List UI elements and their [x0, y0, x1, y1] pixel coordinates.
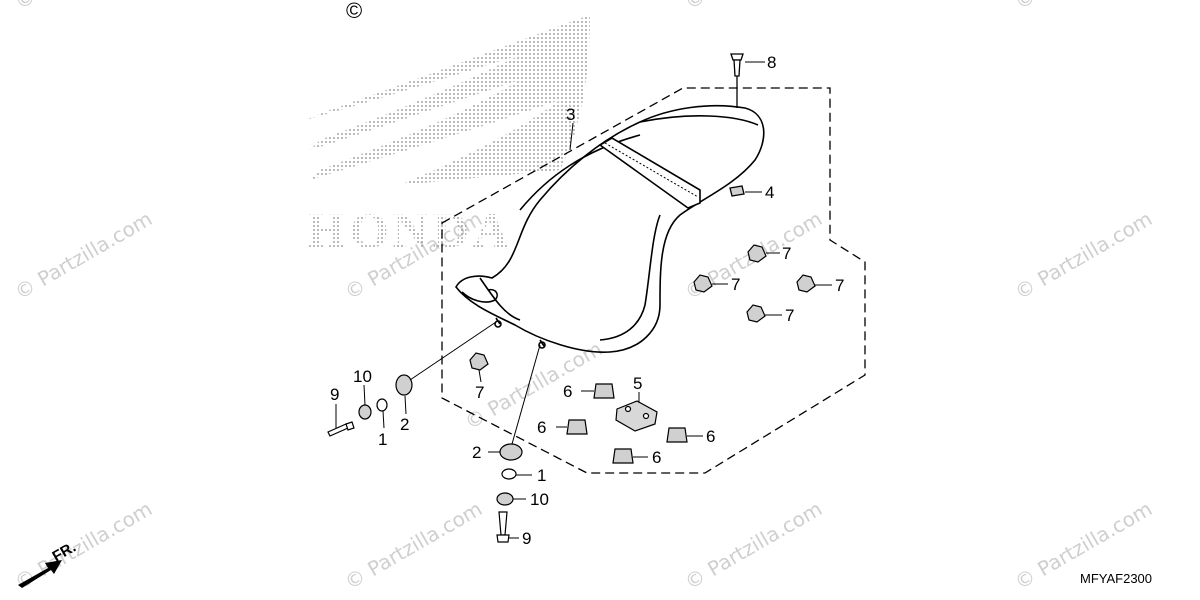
watermark: © Partzilla.com — [1011, 206, 1157, 304]
callout-6: 6 — [706, 427, 715, 446]
callout-2: 2 — [400, 415, 409, 434]
copyright-mark: © — [346, 0, 362, 23]
callout-7: 7 — [731, 275, 740, 294]
callout-8: 8 — [767, 53, 776, 72]
diagram-code: MFYAF2300 — [1080, 571, 1152, 586]
callout-6: 6 — [652, 448, 661, 467]
watermark: © Partzilla.com — [341, 496, 487, 594]
nuts-part-7 — [469, 244, 816, 371]
callout-7: 7 — [835, 276, 844, 295]
callout-9: 9 — [330, 385, 339, 404]
callout-6: 6 — [537, 418, 546, 437]
grommet-part-4 — [729, 185, 745, 197]
watermark: © Partzilla.com — [1011, 0, 1157, 14]
callout-10: 10 — [353, 367, 372, 386]
assembly-boundary — [441, 87, 866, 474]
callouts: 3 8 4 7 7 7 7 7 5 6 6 6 6 9 10 1 2 2 1 1… — [330, 53, 844, 548]
leader-lines — [335, 61, 832, 539]
callout-9: 9 — [522, 529, 531, 548]
bolt-part-8 — [730, 53, 744, 108]
callout-5: 5 — [633, 374, 642, 393]
seat — [455, 104, 765, 353]
callout-1: 1 — [378, 430, 387, 449]
callout-7: 7 — [475, 383, 484, 402]
callout-7: 7 — [785, 306, 794, 325]
bracket-part-5 — [615, 400, 658, 432]
callout-4: 4 — [765, 183, 774, 202]
rubbers-part-6 — [566, 383, 688, 464]
honda-wordmark: HONDA — [307, 202, 513, 258]
lower-mount-stack — [496, 344, 541, 543]
watermark: © Partzilla.com — [11, 0, 157, 14]
honda-wing-logo: HONDA — [305, 15, 590, 258]
watermark: © Partzilla.com — [11, 206, 157, 304]
watermark: © Partzilla.com — [681, 0, 827, 14]
watermark: © Partzilla.com — [681, 496, 827, 594]
callout-6: 6 — [563, 382, 572, 401]
callout-2: 2 — [472, 443, 481, 462]
callout-3: 3 — [566, 105, 575, 124]
callout-1: 1 — [537, 466, 546, 485]
callout-10: 10 — [530, 490, 549, 509]
left-mount-stack — [327, 321, 497, 437]
callout-7: 7 — [782, 244, 791, 263]
